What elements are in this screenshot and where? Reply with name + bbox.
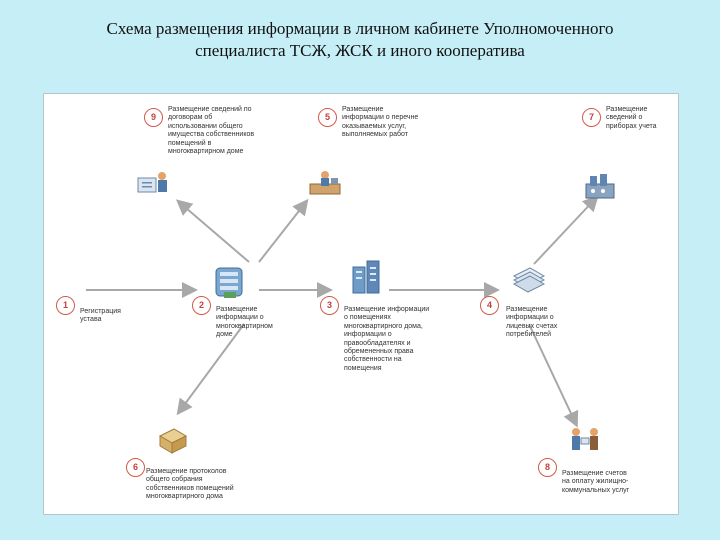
arrow-4-to-7 [533, 195, 599, 265]
step-4-badge: 4 [480, 296, 499, 315]
building-icon [215, 267, 243, 298]
step-4-label: Размещение информации о лицевых счетах п… [506, 306, 558, 339]
page-title: Схема размещения информации в личном каб… [20, 18, 700, 62]
arrow-4-to-8 [528, 323, 579, 428]
stacked-protocols-icon [158, 428, 188, 454]
step-5-label: Размещение информации о перечне оказывае… [342, 106, 419, 139]
step-6-badge: 6 [126, 458, 145, 477]
step-1-label: Регистрация устава [80, 308, 121, 324]
title-line-2: специалиста ТСЖ, ЖСК и иного кооператива [195, 41, 525, 60]
step-7-label: Размещение сведений о приборах учета [606, 106, 657, 130]
document-handover-icon [137, 172, 167, 193]
step-2-badge: 2 [192, 296, 211, 315]
flow-arrows [86, 195, 599, 428]
arrow-2-to-6 [176, 323, 245, 416]
accounts-documents-icon [512, 267, 546, 293]
step-6-label: Размещение протоколов общего собрания со… [146, 468, 234, 501]
meters-icon [585, 174, 615, 199]
apartment-blocks-icon [352, 260, 380, 294]
step-8-label: Размещение счетов на оплату жилищно-комм… [562, 470, 630, 494]
step-1-badge: 1 [56, 296, 75, 315]
office-worker-icon [309, 171, 341, 195]
step-8-badge: 8 [538, 458, 557, 477]
title-line-1: Схема размещения информации в личном каб… [106, 19, 614, 38]
arrow-2-to-9 [175, 199, 250, 263]
diagram-panel: 9 Размещение сведений по договорам об ис… [43, 93, 679, 515]
step-3-label: Размещение информации о помещениях много… [344, 306, 430, 372]
step-9-badge: 9 [144, 108, 163, 127]
step-7-badge: 7 [582, 108, 601, 127]
step-9-label: Размещение сведений по договорам об испо… [168, 106, 255, 156]
arrow-2-to-5 [258, 198, 309, 263]
step-2-label: Размещение информации о многоквартирном … [216, 306, 273, 339]
step-3-badge: 3 [320, 296, 339, 315]
payment-people-icon [572, 428, 598, 450]
step-5-badge: 5 [318, 108, 337, 127]
